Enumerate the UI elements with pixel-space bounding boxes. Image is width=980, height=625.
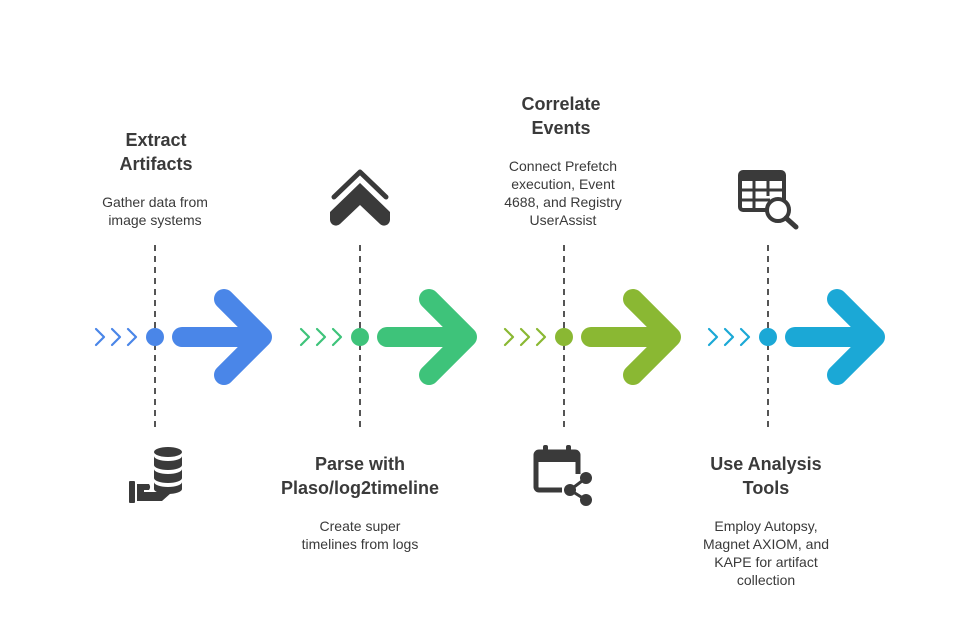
step-1-title: Extract Artifacts bbox=[119, 130, 193, 174]
step-3-chevrons bbox=[503, 327, 547, 347]
step-3-arrow bbox=[581, 289, 681, 385]
step-1-arrow bbox=[172, 289, 272, 385]
step-3-dot bbox=[555, 328, 573, 346]
step-2-chevrons bbox=[299, 327, 343, 347]
step-1-graphics bbox=[94, 245, 272, 503]
step-3-graphics bbox=[503, 245, 681, 506]
step-1-chevrons bbox=[94, 327, 138, 347]
step-2-dot bbox=[351, 328, 369, 346]
calendar-share-icon bbox=[533, 445, 592, 506]
step-4-description: Employ Autopsy, Magnet AXIOM, and KAPE f… bbox=[702, 518, 830, 588]
step-2-arrow bbox=[377, 289, 477, 385]
step-3-title: Correlate Events bbox=[521, 94, 601, 138]
step-1-description: Gather data from image systems bbox=[102, 194, 208, 228]
step-2-graphics bbox=[299, 169, 477, 430]
step-3-description: Connect Prefetch execution, Event 4688, … bbox=[504, 158, 622, 228]
step-4-chevrons bbox=[707, 327, 751, 347]
chevron-up-double-icon bbox=[330, 169, 390, 226]
step-4-graphics bbox=[707, 170, 885, 430]
step-1-dot bbox=[146, 328, 164, 346]
step-2-description: Create super timelines from logs bbox=[301, 518, 419, 552]
database-hand-icon bbox=[129, 447, 182, 503]
step-4-dot bbox=[759, 328, 777, 346]
table-search-icon bbox=[738, 170, 799, 230]
step-4-arrow bbox=[785, 289, 885, 385]
step-4-title: Use Analysis Tools bbox=[710, 454, 822, 498]
step-2-title: Parse with Plaso/log2timeline bbox=[280, 454, 440, 498]
